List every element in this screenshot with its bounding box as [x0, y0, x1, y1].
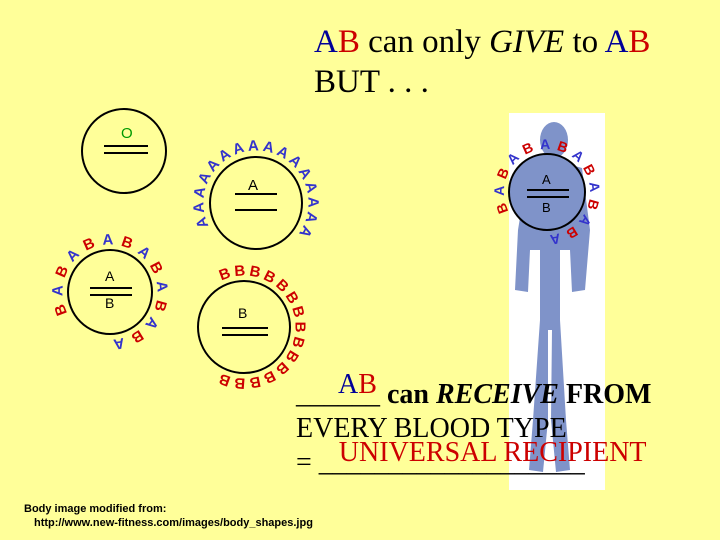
antibody-b-glyph: B [51, 302, 71, 318]
antibody-a-glyph: A [153, 280, 171, 293]
antibody-b-glyph: B [217, 370, 233, 390]
statement-from: FROM [558, 379, 652, 410]
antibody-b-glyph: B [493, 201, 511, 216]
antibody-a-glyph: A [247, 137, 259, 154]
antibody-b-glyph: B [248, 372, 262, 391]
antibody-b-glyph: B [119, 233, 135, 253]
blank-2-underline: ___________________ [318, 447, 585, 478]
antibody-b-glyph: B [288, 335, 307, 350]
antibody-a-glyph: A [231, 139, 247, 159]
antibody-a-glyph: A [216, 145, 235, 165]
antibody-a-glyph: A [193, 214, 213, 230]
title-text-to: to [564, 24, 605, 60]
title-line-2: BUT . . . [314, 64, 429, 100]
statement-line-2: EVERY BLOOD TYPE [296, 413, 567, 444]
title-give: GIVE [489, 24, 565, 60]
antibody-a-glyph: A [491, 185, 507, 196]
credit-line-1: Body image modified from: [24, 503, 167, 515]
ab-antigen-label-a: A [105, 268, 115, 284]
antibody-a-glyph: A [304, 197, 321, 208]
antibody-a-glyph: A [191, 185, 210, 199]
antibody-a-glyph: A [261, 138, 275, 157]
statement-line-3: = ___________________UNIVERSAL RECIPIENT [296, 437, 651, 480]
title-a2: A [604, 24, 629, 60]
title-b2: B [628, 24, 651, 60]
a-antigen-label: A [248, 177, 258, 194]
body-antigen-label-b: B [542, 200, 551, 215]
ab-antigen-label-b: B [105, 295, 114, 311]
o-type-cell: O [81, 108, 167, 194]
antibody-b-glyph: B [81, 234, 98, 254]
antibody-a-glyph: A [49, 285, 66, 296]
title-b: B [337, 24, 360, 60]
credit-line-2: http://www.new-fitness.com/images/body_s… [34, 517, 313, 529]
antibody-a-glyph: A [586, 181, 603, 193]
antibody-a-glyph: A [190, 201, 208, 213]
slide-title: AB can only GIVE to AB BUT . . . [314, 22, 650, 102]
antibody-b-glyph: B [248, 263, 262, 282]
antibody-a-glyph: A [295, 223, 315, 241]
body-antigen-label-a: A [542, 172, 551, 187]
statement-equals: = [296, 447, 319, 478]
o-antigen-label: O [121, 125, 133, 142]
antibody-a-glyph: A [301, 180, 320, 195]
answer-b: B [358, 369, 377, 400]
antibody-a-glyph: A [295, 164, 315, 182]
antibody-b-glyph: B [584, 198, 602, 212]
antibody-a-glyph: A [549, 231, 562, 249]
antibody-b-glyph: B [234, 262, 246, 280]
antibody-b-glyph: B [150, 298, 169, 313]
antibody-a-glyph: A [112, 334, 126, 353]
b-antigen-label: B [238, 305, 247, 321]
antibody-b-glyph: B [217, 265, 233, 285]
antibody-b-glyph: B [288, 304, 307, 319]
image-credit: Body image modified from: http://www.new… [24, 502, 313, 530]
antibody-b-glyph: B [234, 374, 246, 392]
antibody-b-glyph: B [555, 137, 570, 155]
answer-blank-2: ___________________UNIVERSAL RECIPIENT [318, 437, 647, 480]
statement-can: can [380, 379, 436, 410]
title-text-can-only: can only [359, 24, 490, 60]
antibody-b-glyph: B [292, 322, 309, 333]
title-line-1: AB can only GIVE to AB [314, 22, 650, 62]
antibody-a-glyph: A [540, 136, 551, 152]
statement-line-1: ______AB can RECEIVE FROM [296, 369, 652, 412]
answer-a: A [338, 369, 359, 400]
antibody-a-glyph: A [102, 231, 114, 248]
universal-recipient-statement: ______AB can RECEIVE FROM EVERY BLOOD TY… [296, 369, 652, 480]
antibody-b-glyph: B [52, 263, 72, 280]
answer-blank-1: ______AB [296, 369, 380, 412]
answer-universal-recipient: UNIVERSAL RECIPIENT [338, 437, 647, 468]
statement-receive: RECEIVE [436, 379, 559, 410]
antibody-a-glyph: A [301, 210, 320, 225]
title-a: A [314, 24, 338, 60]
blank-1-underline: ______ [296, 379, 380, 410]
